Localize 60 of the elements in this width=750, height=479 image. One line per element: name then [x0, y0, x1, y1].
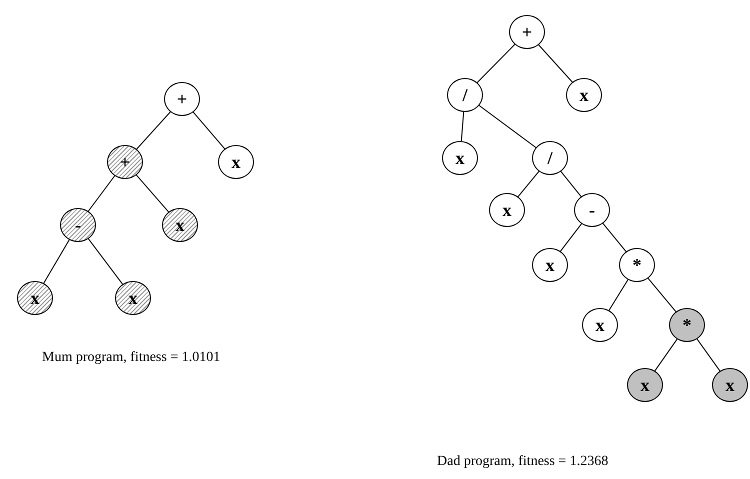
tree-node	[17, 281, 53, 315]
node-symbol: /	[547, 149, 552, 167]
tree-branch	[476, 44, 516, 84]
tree-branch	[647, 278, 677, 312]
node-symbol: x	[232, 153, 240, 171]
tree-node	[164, 82, 200, 116]
tree-node	[509, 15, 545, 49]
tree-branch	[43, 239, 70, 284]
node-symbol: +	[522, 23, 532, 41]
node-symbol: *	[632, 256, 642, 274]
node-symbol: +	[176, 90, 188, 108]
tree-node	[489, 193, 525, 227]
tree-node	[107, 145, 143, 179]
tree-branch	[192, 111, 226, 150]
node-symbol: x	[546, 256, 554, 274]
caption: Mum program, fitness = 1.0101	[42, 350, 220, 366]
tree-branch	[538, 44, 574, 83]
tree-node	[532, 141, 568, 175]
node-symbol: x	[456, 149, 464, 167]
node-symbol: *	[682, 316, 692, 334]
tree-branch	[608, 278, 629, 312]
tree-node	[627, 368, 663, 402]
tree-branch	[517, 170, 540, 198]
node-symbol: x	[176, 216, 184, 234]
tree-node	[619, 248, 655, 282]
tree-branch	[136, 174, 170, 213]
node-symbol: +	[120, 153, 130, 171]
tree-node	[115, 281, 151, 315]
tree-branch	[478, 104, 537, 148]
tree-branch	[602, 222, 627, 252]
tree-branch	[696, 338, 721, 372]
tree-node	[574, 193, 610, 227]
caption: Dad program, fitness = 1.2368	[437, 454, 608, 470]
tree-node	[442, 141, 478, 175]
tree-node	[162, 208, 198, 242]
node-symbol: x	[640, 376, 650, 394]
tree-branch	[136, 111, 172, 150]
node-symbol: -	[75, 216, 81, 234]
node-symbol: x	[30, 289, 40, 307]
tree-node	[712, 368, 748, 402]
tree-branch	[560, 170, 582, 198]
tree-node	[566, 78, 602, 112]
tree-branch	[560, 223, 582, 252]
node-symbol: x	[580, 86, 588, 104]
node-symbol: x	[726, 376, 734, 394]
tree-node	[582, 308, 618, 342]
node-symbol: /	[462, 86, 468, 104]
tree-node	[532, 248, 568, 282]
tree-branch	[88, 238, 124, 285]
tree-node	[447, 78, 483, 112]
tree-node	[218, 145, 254, 179]
node-symbol: x	[596, 316, 604, 334]
tree-branch	[654, 338, 678, 372]
tree-branch	[88, 175, 116, 212]
node-symbol: x	[502, 201, 512, 219]
node-symbol: -	[589, 201, 595, 219]
tree-branch	[460, 111, 464, 142]
tree-node	[669, 308, 705, 342]
node-symbol: x	[128, 289, 138, 307]
tree-node	[60, 208, 96, 242]
